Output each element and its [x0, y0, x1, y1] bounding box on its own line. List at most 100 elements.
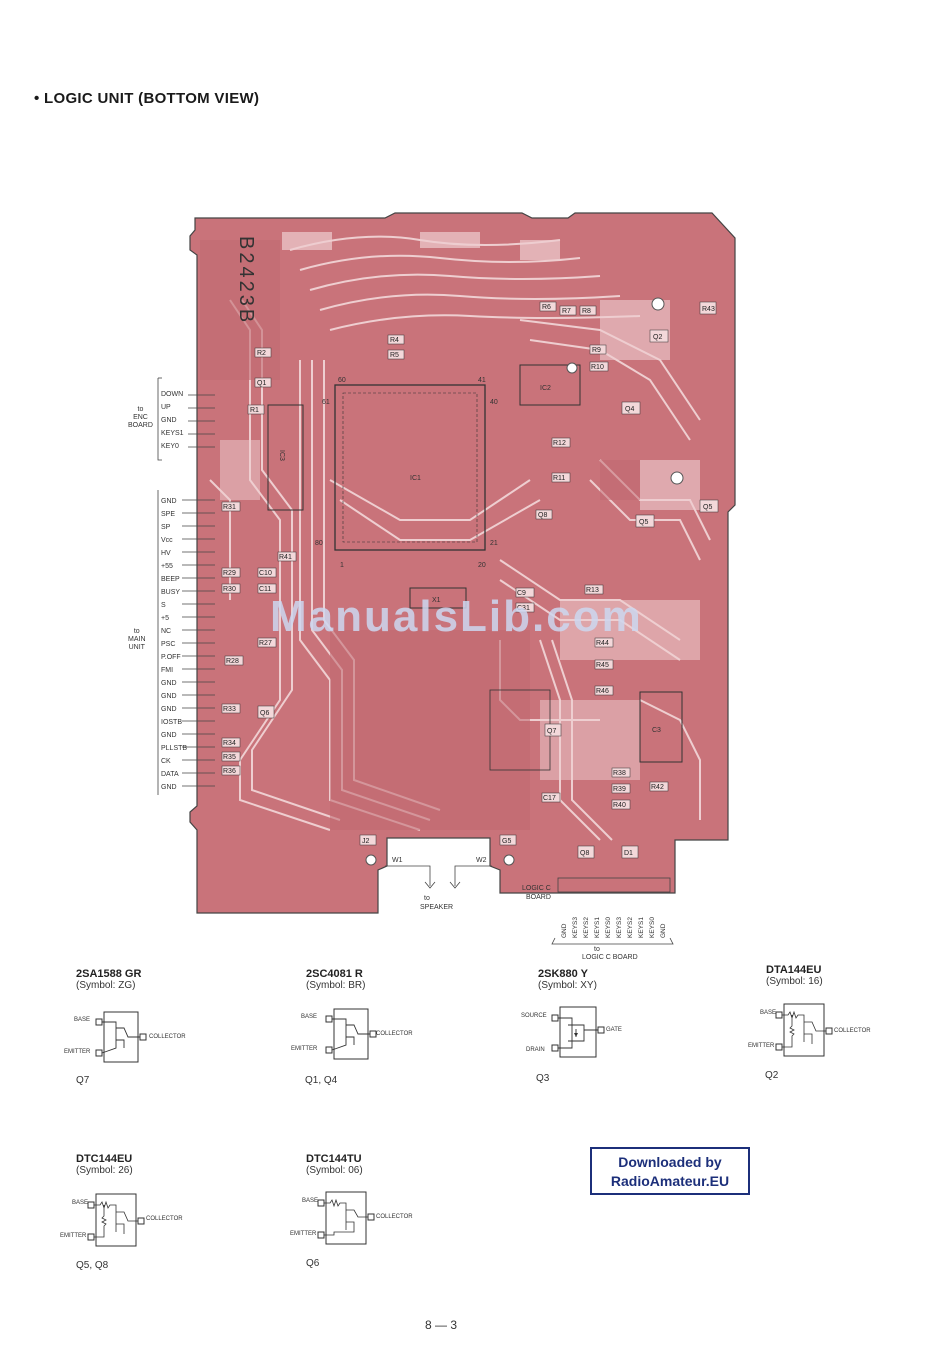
- pcb-diagram: B2423B IC1 60 41 40 21 20 61 80 1 IC2 IC…: [157, 212, 736, 961]
- svg-text:Q6: Q6: [260, 710, 269, 717]
- main-connector: [157, 490, 215, 795]
- svg-text:R4: R4: [390, 337, 399, 344]
- transistor-dtc144eu-ref: Q5, Q8: [76, 1260, 109, 1271]
- x1-crystal: [409, 587, 467, 609]
- svg-text:R11: R11: [553, 475, 565, 482]
- logic-c-to: to: [594, 946, 600, 953]
- svg-text:Q8: Q8: [538, 512, 547, 519]
- svg-text:R34: R34: [223, 740, 236, 747]
- main-connector-label: to MAIN UNIT: [128, 628, 146, 651]
- svg-text:GND: GND: [660, 923, 667, 938]
- svg-text:R42: R42: [651, 784, 664, 791]
- svg-text:R41: R41: [279, 554, 292, 561]
- enc-connector: [157, 377, 215, 461]
- svg-text:KEYS2: KEYS2: [583, 917, 590, 938]
- transistor-dta144eu-symbol: [775, 1003, 833, 1057]
- download-badge[interactable]: Downloaded by RadioAmateur.EU: [590, 1147, 750, 1195]
- transistor-2sc4081: 2SC4081 R (Symbol: BR): [306, 968, 366, 991]
- svg-text:R9: R9: [592, 347, 601, 354]
- transistor-2sk880: 2SK880 Y (Symbol: XY): [538, 968, 597, 991]
- svg-text:R8: R8: [582, 308, 591, 315]
- ic2-outline: [519, 364, 581, 406]
- svg-text:Q5: Q5: [703, 504, 712, 511]
- transistor-dta144eu-ref: Q2: [765, 1070, 779, 1081]
- main-pin-labels: GND SPE SP Vcc HV +55 BEEP BUSY S +5 NC …: [161, 498, 188, 791]
- svg-text:R31: R31: [223, 504, 236, 511]
- svg-text:R10: R10: [591, 364, 604, 371]
- svg-text:Q4: Q4: [625, 406, 634, 413]
- speaker-label: SPEAKER: [420, 904, 453, 911]
- svg-text:C17: C17: [543, 795, 556, 802]
- logic-c-pin-labels: GND KEYS3 KEYS2 KEYS1 KEYS0 KEYS3 KEYS2 …: [561, 917, 667, 938]
- svg-text:60: 60: [338, 377, 346, 384]
- svg-text:21: 21: [490, 540, 498, 547]
- svg-text:R28: R28: [226, 658, 239, 665]
- svg-text:Q2: Q2: [653, 334, 662, 341]
- board-code: B2423B: [235, 236, 257, 325]
- svg-text:C11: C11: [259, 586, 271, 593]
- svg-text:R38: R38: [613, 770, 626, 777]
- svg-text:D1: D1: [624, 850, 633, 857]
- svg-text:KEYS3: KEYS3: [572, 917, 579, 938]
- svg-text:R45: R45: [596, 662, 609, 669]
- speaker-w1: W1: [392, 857, 403, 864]
- transistor-dtc144tu-ref: Q6: [306, 1258, 320, 1269]
- svg-text:R36: R36: [223, 768, 236, 775]
- transistor-dtc144tu-symbol: [317, 1191, 375, 1245]
- svg-text:IC3: IC3: [278, 450, 285, 461]
- svg-text:R27: R27: [259, 640, 272, 647]
- svg-text:C9: C9: [517, 590, 526, 597]
- logic-c-to-label: LOGIC C BOARD: [582, 954, 638, 961]
- svg-text:Q8: Q8: [580, 850, 589, 857]
- enc-pin-labels: DOWN UP GND KEYS1 KEY0: [161, 391, 184, 450]
- svg-text:GND: GND: [561, 923, 568, 938]
- svg-text:R35: R35: [223, 754, 236, 761]
- transistor-dtc144eu: DTC144EU (Symbol: 26): [76, 1153, 133, 1176]
- speaker-wires: [385, 865, 492, 889]
- svg-text:R43: R43: [702, 306, 715, 313]
- component-labels: R2 Q1 R1 R4 R5 R6 R7 R8 R9 R10 Q2 Q4 R12…: [221, 301, 719, 859]
- svg-text:R40: R40: [613, 802, 626, 809]
- svg-text:X1: X1: [432, 597, 441, 604]
- svg-text:80: 80: [315, 540, 323, 547]
- mount-holes: [365, 297, 684, 866]
- svg-text:KEYS3: KEYS3: [616, 917, 623, 938]
- svg-text:R46: R46: [596, 688, 609, 695]
- page-title: • LOGIC UNIT (BOTTOM VIEW): [34, 90, 260, 107]
- transistor-2sa1588-symbol: [95, 1011, 147, 1063]
- enc-connector-label: to ENC BOARD: [128, 406, 153, 429]
- svg-text:40: 40: [490, 399, 498, 406]
- svg-text:R5: R5: [390, 352, 399, 359]
- transistor-2sk880-ref: Q3: [536, 1073, 550, 1084]
- svg-text:C3: C3: [652, 727, 661, 734]
- watermark: ManualsLib.com: [270, 592, 643, 641]
- svg-text:R7: R7: [562, 308, 571, 315]
- svg-text:R44: R44: [596, 640, 609, 647]
- transistor-2sc4081-symbol: [325, 1008, 377, 1060]
- svg-text:C31: C31: [517, 605, 530, 612]
- svg-text:J2: J2: [362, 838, 370, 845]
- svg-text:R33: R33: [223, 706, 236, 713]
- copper-pads: [220, 232, 700, 780]
- svg-text:Q7: Q7: [547, 728, 556, 735]
- svg-text:61: 61: [322, 399, 330, 406]
- transistor-2sa1588: 2SA1588 GR (Symbol: ZG): [76, 968, 142, 991]
- page-number: 8 — 3: [425, 1318, 458, 1332]
- ic1-label: IC1: [410, 475, 421, 482]
- speaker-to: to: [424, 895, 430, 902]
- svg-text:1: 1: [340, 562, 344, 569]
- svg-text:KEYS0: KEYS0: [605, 917, 612, 938]
- svg-text:KEYS2: KEYS2: [627, 917, 634, 938]
- svg-text:IC2: IC2: [540, 385, 551, 392]
- logic-c-label-1: LOGIC C: [522, 885, 551, 892]
- svg-text:KEYS1: KEYS1: [594, 917, 601, 938]
- logic-c-connector: [551, 877, 674, 945]
- svg-text:KEYS1: KEYS1: [638, 917, 645, 938]
- logic-c-label-2: BOARD: [526, 894, 551, 901]
- svg-text:R12: R12: [553, 440, 566, 447]
- speaker-w2: W2: [476, 857, 487, 864]
- svg-text:20: 20: [478, 562, 486, 569]
- transistor-2sk880-symbol: [551, 1006, 605, 1058]
- svg-text:R29: R29: [223, 570, 236, 577]
- svg-text:G5: G5: [502, 838, 511, 845]
